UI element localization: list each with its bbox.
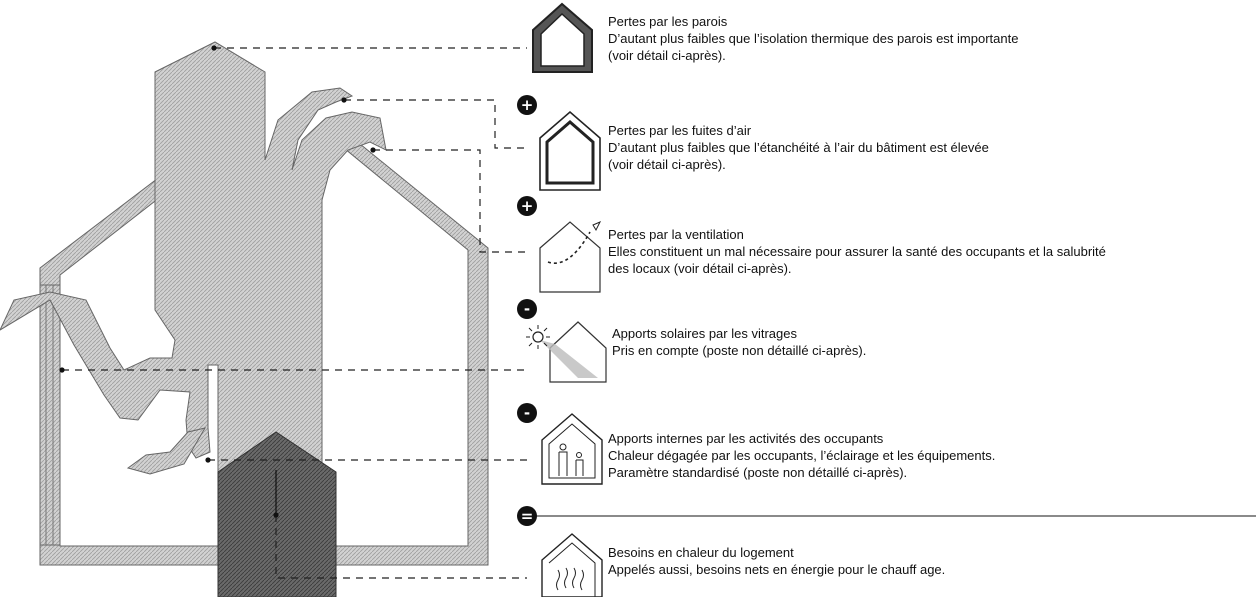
occupants-house-icon (541, 413, 603, 485)
item-line: D’autant plus faibles que l’étanchéité à… (608, 140, 989, 155)
item-line: D’autant plus faibles que l’isolation th… (608, 31, 1019, 46)
item-line: des locaux (voir détail ci-après). (608, 261, 792, 276)
minus-operator-badge: - (517, 299, 537, 319)
item-solar-gains: Apports solaires par les vitrages Pris e… (612, 325, 866, 359)
leader-lines (62, 47, 527, 579)
item-title: Besoins en chaleur du logement (608, 545, 794, 560)
item-ventilation-losses: Pertes par la ventilation Elles constitu… (608, 226, 1106, 277)
item-line: (voir détail ci-après). (608, 157, 726, 172)
air-leak-house-icon (539, 110, 601, 191)
item-heating-needs: Besoins en chaleur du logement Appelés a… (608, 544, 945, 578)
item-line: Pris en compte (poste non détaillé ci-ap… (612, 343, 867, 358)
item-title: Pertes par la ventilation (608, 227, 744, 242)
sun-window-house-icon (526, 321, 607, 383)
minus-operator-badge: - (517, 403, 537, 423)
item-title: Apports internes par les activités des o… (608, 431, 884, 446)
plus-operator-badge: + (517, 196, 537, 216)
heating-house-icon (541, 533, 603, 597)
item-air-leak-losses: Pertes par les fuites d’air D’autant plu… (608, 122, 989, 173)
item-wall-losses: Pertes par les parois D’autant plus faib… (608, 13, 1018, 64)
item-line: Elles constituent un mal nécessaire pour… (608, 244, 1106, 259)
item-line: Appelés aussi, besoins nets en énergie p… (608, 562, 946, 577)
item-title: Apports solaires par les vitrages (612, 326, 797, 341)
item-internal-gains: Apports internes par les activités des o… (608, 430, 995, 481)
item-title: Pertes par les parois (608, 14, 728, 29)
wall-house-icon (532, 2, 593, 73)
ventilation-house-icon (539, 221, 602, 293)
item-title: Pertes par les fuites d’air (608, 123, 752, 138)
item-line: Paramètre standardisé (poste non détaill… (608, 465, 908, 480)
plus-operator-badge: + (517, 95, 537, 115)
equals-operator-badge: = (517, 506, 537, 526)
item-line: Chaleur dégagée par les occupants, l’écl… (608, 448, 996, 463)
leader-dots (59, 45, 376, 518)
item-line: (voir détail ci-après). (608, 48, 726, 63)
